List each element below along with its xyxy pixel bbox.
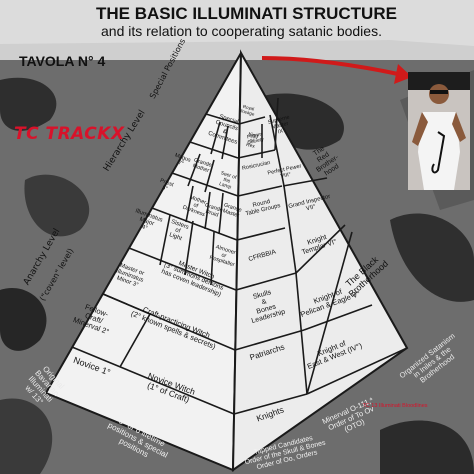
note-credit: TC 13 Illuminati Bloodlines [362, 403, 427, 409]
subtitle: and its relation to cooperating satanic … [101, 23, 382, 39]
person-photo [408, 72, 470, 190]
title: THE BASIC ILLUMINATI STRUCTURE [96, 4, 397, 23]
note-tapped-candidates: Tapped CandidatesOrder of the Skull & Bo… [242, 432, 328, 474]
cell-master-illuminati: Master orIlluminatusMinor 3° [113, 262, 146, 290]
note-todays-illuminati: Today's Illuminati w/6° or 6 lifetimepos… [100, 404, 180, 468]
cell-red-brotherhood: TheRedBrother-hood [307, 141, 345, 180]
cell-magus: Magus7° [172, 152, 192, 169]
cell-rosicrucian: Rosicrucian [242, 160, 271, 172]
pyramid-faces [44, 49, 409, 472]
cell-grande-master: GrandeMaster [221, 202, 242, 219]
brand-watermark: TC TRACKX [14, 124, 125, 144]
cell-supreme-master: SupremeMasterIX° [267, 115, 293, 138]
cell-seer-lamp: Seer oftheLamp [217, 170, 238, 191]
cell-grande-druid: GrandeDruid [202, 202, 223, 219]
cell-royal: Royallineage [240, 103, 257, 116]
plate-number: TAVOLA N° 4 [19, 53, 106, 69]
cell-priest: Priest5° [157, 178, 175, 194]
note-organized-satanism: Organized Satanismin Iniles & theBrother… [398, 331, 467, 393]
note-original-bavarian: OriginalBavarianIlluminatiw/ 13° [20, 363, 67, 410]
cell-grande-mother: GrandeMother [191, 157, 212, 174]
cell-sisters-of-light: SistersofLight [166, 219, 190, 243]
cell-king: KingorRex [245, 131, 259, 150]
cell-pilgrim: PilgrimSociety [246, 131, 265, 146]
pyramid-grid [71, 97, 408, 415]
